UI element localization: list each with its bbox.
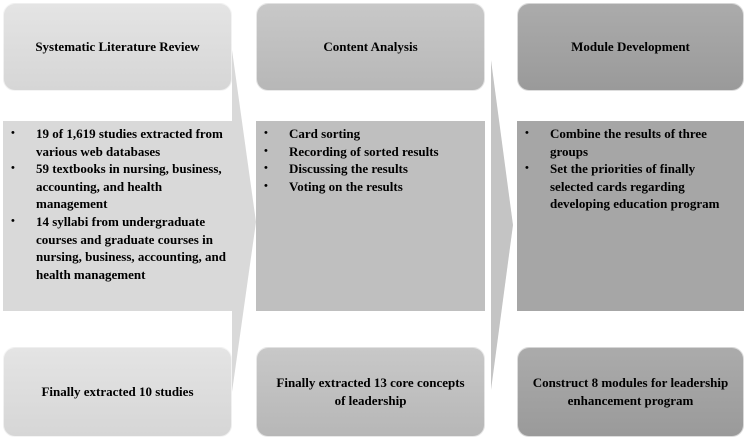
body-module-development: •Combine the results of three groups •Se… (517, 121, 744, 311)
header-label: Module Development (571, 39, 690, 54)
header-label: Content Analysis (323, 39, 418, 54)
footer-label: Finally extracted 13 core concepts of le… (276, 375, 465, 408)
list-item: •Card sorting (264, 126, 361, 141)
footer-content-analysis: Finally extracted 13 core concepts of le… (256, 347, 485, 437)
footer-systematic-literature-review: Finally extracted 10 studies (3, 347, 232, 437)
list-item: •Discussing the results (264, 161, 408, 177)
list-item: •Voting on the results (264, 178, 403, 194)
bullet-icon: • (264, 179, 268, 192)
body-content-analysis: •Card sorting •Recording of sorted resul… (256, 121, 485, 311)
list-item: •59 textbooks in nursing, business, acco… (11, 161, 222, 212)
footer-label: Construct 8 modules for leadership enhan… (532, 375, 729, 408)
bullet-icon: • (264, 127, 268, 139)
bullet-list: •Card sorting •Recording of sorted resul… (260, 125, 479, 195)
list-item: •19 of 1,619 studies extracted from vari… (11, 126, 223, 159)
list-item: •14 syllabi from undergraduate courses a… (11, 213, 227, 282)
list-item: •Combine the results of three groups (525, 126, 707, 159)
bullet-icon: • (264, 144, 268, 157)
bullet-icon: • (11, 162, 15, 175)
bullet-icon: • (11, 214, 15, 227)
bullet-icon: • (525, 127, 529, 139)
bullet-list: •19 of 1,619 studies extracted from vari… (7, 125, 226, 283)
header-content-analysis: Content Analysis (256, 3, 485, 91)
bullet-icon: • (264, 162, 268, 175)
header-label: Systematic Literature Review (35, 39, 200, 54)
list-item: •Set the priorities of finally selected … (525, 161, 720, 212)
bullet-list: •Combine the results of three groups •Se… (521, 125, 738, 213)
body-systematic-literature-review: •19 of 1,619 studies extracted from vari… (3, 121, 232, 311)
list-item: •Recording of sorted results (264, 143, 439, 159)
bullet-icon: • (525, 162, 529, 175)
header-systematic-literature-review: Systematic Literature Review (3, 3, 232, 91)
bullet-icon: • (11, 127, 15, 139)
footer-label: Finally extracted 10 studies (41, 384, 194, 400)
footer-module-development: Construct 8 modules for leadership enhan… (517, 347, 744, 437)
header-module-development: Module Development (517, 3, 744, 91)
